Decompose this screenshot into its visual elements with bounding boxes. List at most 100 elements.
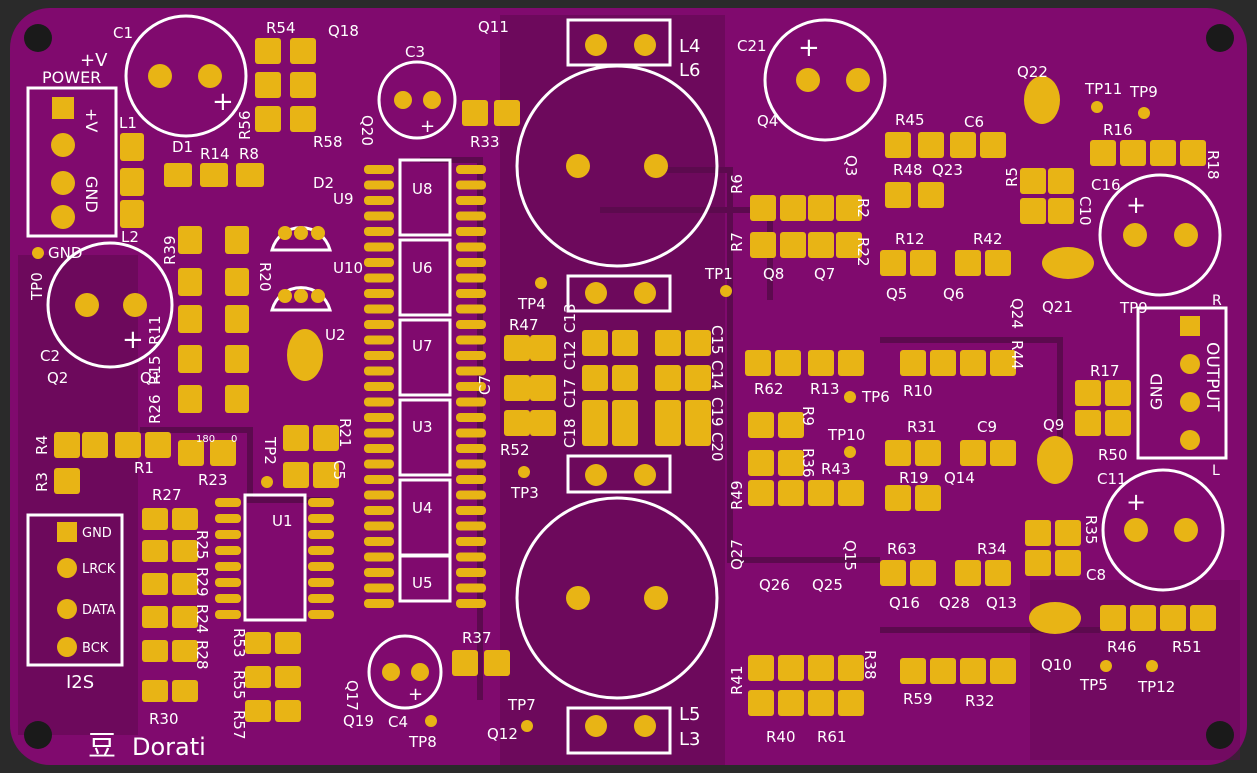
smd-pad	[900, 658, 926, 684]
ic-pads	[215, 165, 486, 619]
smd-pad	[456, 242, 486, 252]
smd-pad	[364, 366, 394, 376]
smd-pad	[960, 658, 986, 684]
smd-pad	[456, 165, 486, 174]
smd-pad	[838, 655, 864, 681]
smd-pad	[775, 350, 801, 376]
smd-pad	[612, 420, 638, 446]
smd-pad	[456, 428, 486, 438]
smd-pad	[225, 345, 249, 373]
label-r41: R41	[728, 665, 746, 695]
smd-pad	[364, 568, 394, 577]
svg-text:+: +	[122, 325, 144, 355]
label-u1: U1	[272, 512, 293, 530]
smd-pad	[456, 180, 486, 190]
smd-pad	[1055, 550, 1081, 576]
label-c14: C14	[708, 360, 726, 390]
label-r45: R45	[895, 111, 925, 129]
smd-pad	[456, 521, 486, 531]
label-c12: C12	[561, 340, 579, 370]
smd-pad	[836, 195, 862, 221]
label-q13: Q13	[986, 594, 1017, 612]
smd-pad	[1055, 520, 1081, 546]
smd-pad	[655, 330, 681, 356]
label-tp6: TP6	[861, 388, 890, 406]
smd-pad	[308, 530, 334, 539]
label-q19: Q19	[343, 712, 374, 730]
smd-pad	[178, 345, 202, 373]
smd-pad	[1020, 168, 1046, 194]
smd-pad	[1025, 520, 1051, 546]
smd-pad	[780, 195, 806, 221]
label-q24: Q24	[1008, 298, 1026, 329]
smd-pad	[225, 305, 249, 333]
smd-pad	[1120, 140, 1146, 166]
label-r62: R62	[754, 380, 784, 398]
smd-pad	[582, 365, 608, 391]
label-r61: R61	[817, 728, 847, 746]
label-u6: U6	[412, 259, 433, 277]
smd-pad	[612, 400, 638, 426]
smd-pad	[456, 289, 486, 298]
smd-pad	[364, 444, 394, 453]
smd-pad	[364, 258, 394, 267]
smd-pad	[612, 330, 638, 356]
smd-pad	[456, 273, 486, 283]
smd-pad	[456, 382, 486, 391]
label-r24: R24	[193, 604, 211, 634]
label-tp10: TP10	[827, 426, 865, 444]
smd-pad	[950, 132, 976, 158]
label-r58: R58	[313, 133, 343, 151]
smd-pad	[484, 650, 510, 676]
smd-pad	[910, 560, 936, 586]
smd-pad	[456, 537, 486, 546]
label-r21: R21	[336, 418, 354, 448]
smd-pad	[778, 450, 804, 476]
smd-pads	[54, 38, 1216, 722]
smd-pad	[142, 540, 168, 562]
smd-pad	[142, 680, 168, 702]
label-tp7: TP7	[507, 696, 536, 714]
smd-pad	[910, 250, 936, 276]
smd-pad	[215, 514, 241, 523]
label-r32: R32	[965, 692, 995, 710]
ground-pour-left	[18, 255, 138, 735]
label-tp5: TP5	[1079, 676, 1108, 694]
smd-pad	[245, 632, 271, 654]
smd-pad	[290, 38, 316, 64]
smd-pad	[955, 560, 981, 586]
label-r23: R23	[198, 471, 228, 489]
label-r49: R49	[728, 480, 746, 510]
smd-pad	[145, 432, 171, 458]
label-r39: R39	[161, 235, 179, 265]
label-r44: R44	[1008, 340, 1026, 370]
smd-pad	[808, 350, 834, 376]
label-tp12: TP12	[1137, 678, 1175, 696]
label-l1: L1	[119, 114, 137, 132]
label-r54: R54	[266, 19, 296, 37]
logo-glyph: 豆	[88, 729, 116, 762]
label-q25: Q25	[812, 576, 843, 594]
smd-pad	[364, 599, 394, 608]
label-r19: R19	[899, 469, 929, 487]
label-u7: U7	[412, 337, 433, 355]
smd-pad	[456, 552, 486, 562]
label-r59: R59	[903, 690, 933, 708]
label-r52: R52	[500, 441, 530, 459]
smd-pad	[364, 382, 394, 391]
label-r10: R10	[903, 382, 933, 400]
smd-pad	[456, 413, 486, 422]
smd-pad	[364, 242, 394, 252]
smd-pad	[364, 304, 394, 314]
output-connector: OUTPUT GND R L	[1136, 293, 1228, 479]
smd-pad	[990, 440, 1016, 466]
logo-name: Dorati	[132, 733, 206, 761]
label-c16: C16	[1091, 176, 1121, 194]
label-l2: L2	[121, 228, 139, 246]
smd-pad	[54, 468, 80, 494]
smd-pad	[290, 72, 316, 98]
label-q2: Q2	[47, 369, 68, 387]
ic-column	[243, 158, 452, 622]
label-c21: C21	[737, 37, 767, 55]
smd-pad	[1150, 140, 1176, 166]
